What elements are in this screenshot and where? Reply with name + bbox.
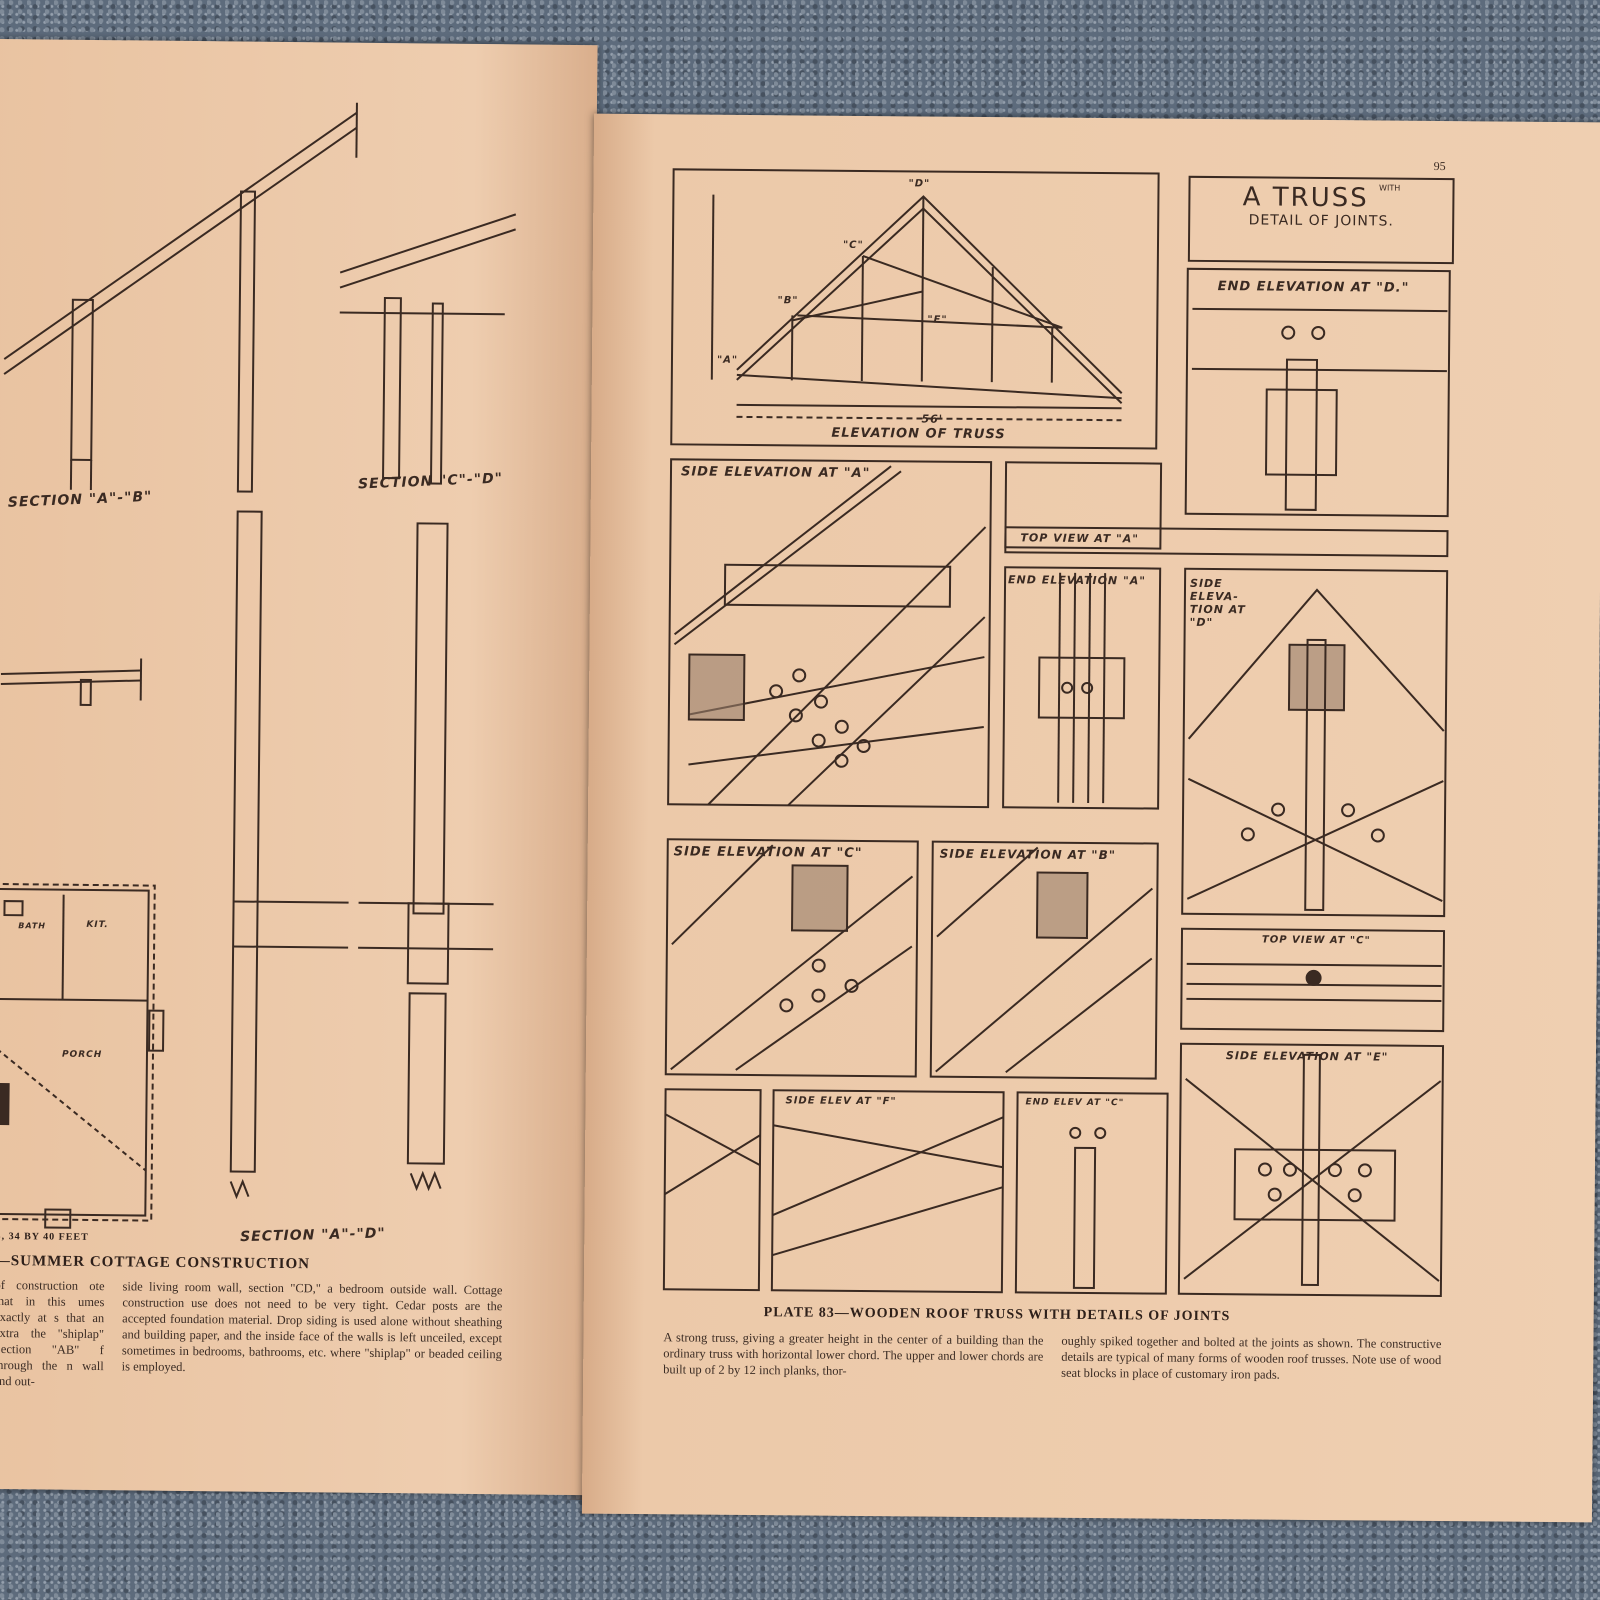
side-elev-f-label: SIDE ELEV AT "F" (785, 1095, 897, 1108)
right-page: 95 A TRUSS WITH DETAIL OF JOINTS. (581, 113, 1600, 1523)
side-elevation-d-label: SIDE ELEVA- TION AT "D" (1189, 576, 1246, 630)
top-view-c-label: TOP VIEW AT "C" (1261, 934, 1371, 947)
left-text-column-2: side living room wall, section "CD," a b… (121, 1279, 503, 1374)
span-dimension-label: 56' (921, 412, 944, 426)
left-page: SECTION "A"-"B" SECTION "C"-"D" SECTION … (0, 38, 598, 1496)
top-view-a-label: TOP VIEW AT "A" (1020, 531, 1140, 546)
point-e-label: "E" (927, 314, 948, 326)
side-elevation-e-label: SIDE ELEVATION AT "E" (1225, 1049, 1389, 1064)
left-text-column-1: of construction ote that in this umes ex… (0, 1277, 105, 1389)
side-elevation-b-label: SIDE ELEVATION AT "B" (939, 846, 1117, 863)
end-elevation-d-label: END ELEVATION AT "D." (1217, 279, 1410, 296)
bath-label: BATH (18, 921, 47, 931)
point-d-label: "D" (908, 178, 931, 190)
left-figure-caption: —SUMMER COTTAGE CONSTRUCTION (0, 1252, 311, 1273)
right-text-column-2: oughly spiked together and bolted at the… (1061, 1333, 1442, 1382)
point-b-label: "B" (777, 295, 799, 307)
plate-caption: PLATE 83—WOODEN ROOF TRUSS WITH DETAILS … (763, 1305, 1231, 1325)
point-c-label: "C" (842, 239, 864, 251)
point-a-label: "A" (716, 354, 739, 366)
cottage-section-drawings (0, 102, 517, 1229)
porch-label: PORCH (61, 1049, 103, 1061)
end-elevation-a-label: END ELEVATION "A" (1008, 573, 1147, 588)
truss-detail-drawings (662, 168, 1451, 1298)
side-elevation-c-label: SIDE ELEVATION AT "C" (673, 844, 863, 861)
elevation-of-truss-label: ELEVATION OF TRUSS (831, 425, 1006, 443)
end-elev-c-label: END ELEV AT "C" (1025, 1097, 1125, 1109)
side-elevation-a-label: SIDE ELEVATION AT "A" (680, 464, 871, 482)
kit-label: KIT. (86, 919, 109, 931)
right-text-column-1: A strong truss, giving a greater height … (663, 1330, 1044, 1378)
plan-caption: S, 34 BY 40 FEET (0, 1230, 89, 1243)
